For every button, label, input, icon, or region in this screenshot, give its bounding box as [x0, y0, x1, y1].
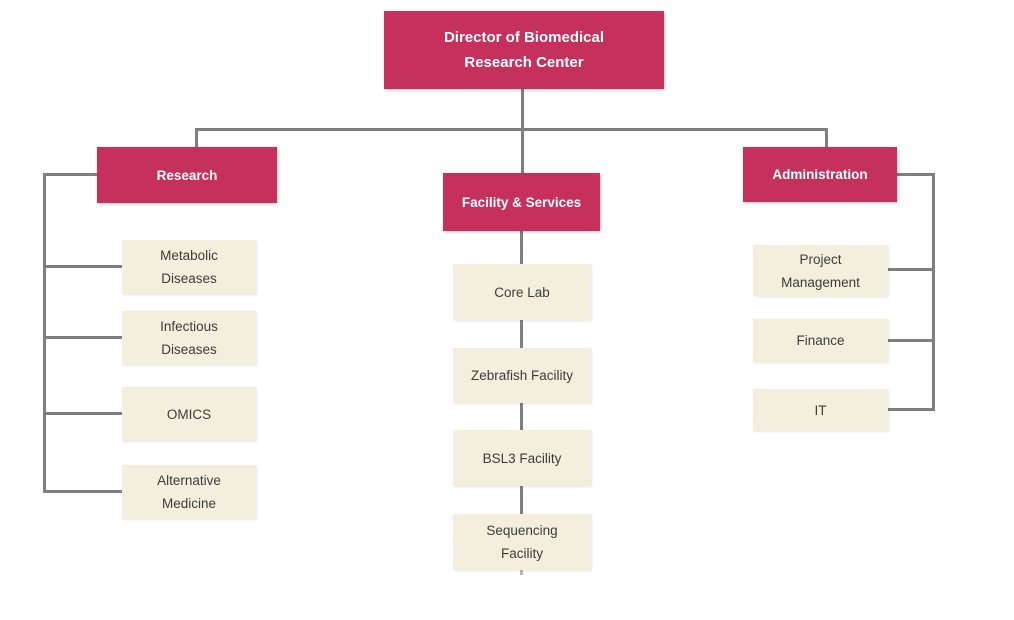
connector-drop-research: [195, 128, 198, 150]
org-node-omics: OMICS: [122, 387, 256, 441]
org-node-zebrafish-facility: Zebrafish Facility: [453, 348, 591, 403]
org-node-infectious-diseases-label: Infectious Diseases: [160, 319, 218, 357]
connector-branch-alternative: [43, 490, 124, 493]
connector-administration-arm: [894, 173, 935, 176]
connector-drop-facility: [521, 128, 524, 176]
org-node-finance-label: Finance: [796, 333, 845, 348]
connector-branch-it: [886, 408, 932, 411]
org-node-zebrafish-facility-label: Zebrafish Facility: [470, 368, 574, 383]
connector-research-arm: [43, 173, 99, 176]
org-node-infectious-diseases: Infectious Diseases: [122, 311, 256, 365]
connector-branch-omics: [43, 412, 124, 415]
org-node-it-label: IT: [814, 402, 827, 418]
connector-top-bar: [195, 128, 828, 131]
org-node-director: Director of Biomedical Research Center: [384, 11, 664, 89]
org-node-research: Research: [97, 147, 277, 203]
connector-branch-metabolic: [43, 265, 124, 268]
org-node-metabolic-diseases: Metabolic Diseases: [122, 240, 256, 294]
connector-drop-administration: [825, 128, 828, 150]
org-node-alternative-medicine: Alternative Medicine: [122, 465, 256, 519]
connector-facility-corelab: [520, 231, 523, 265]
org-node-facility-services: Facility & Services: [443, 173, 600, 231]
connector-branch-finance: [886, 339, 932, 342]
connector-root-stem: [521, 89, 524, 130]
org-node-core-lab: Core Lab: [453, 264, 591, 320]
org-node-administration: Administration: [743, 147, 897, 202]
org-node-metabolic-diseases-label: Metabolic Diseases: [160, 248, 218, 286]
connector-sequencing-stub: [520, 570, 523, 575]
connector-branch-infectious: [43, 336, 124, 339]
connector-administration-spine: [932, 173, 935, 411]
connector-research-spine: [43, 173, 46, 493]
org-node-it: IT: [753, 389, 888, 431]
org-node-omics-label: OMICS: [166, 406, 212, 422]
org-node-finance: Finance: [753, 319, 888, 362]
connector-zebrafish-bsl3: [520, 403, 523, 431]
org-node-research-label: Research: [156, 167, 218, 183]
org-node-project-management: Project Management: [753, 245, 888, 296]
org-node-bsl3-facility: BSL3 Facility: [453, 430, 591, 486]
org-node-director-label: Director of Biomedical Research Center: [443, 29, 605, 71]
org-node-facility-services-label: Facility & Services: [461, 194, 582, 210]
connector-bsl3-sequencing: [520, 486, 523, 515]
org-node-administration-label: Administration: [772, 167, 868, 182]
org-node-sequencing-facility-label: Sequencing Facility: [486, 523, 558, 561]
connector-branch-project-management: [886, 268, 932, 271]
org-node-core-lab-label: Core Lab: [494, 284, 550, 300]
org-node-alternative-medicine-label: Alternative Medicine: [157, 473, 221, 511]
connector-corelab-zebrafish: [520, 320, 523, 349]
org-node-bsl3-facility-label: BSL3 Facility: [482, 450, 562, 466]
org-node-sequencing-facility: Sequencing Facility: [453, 514, 591, 570]
org-node-project-management-label: Project Management: [781, 251, 860, 290]
